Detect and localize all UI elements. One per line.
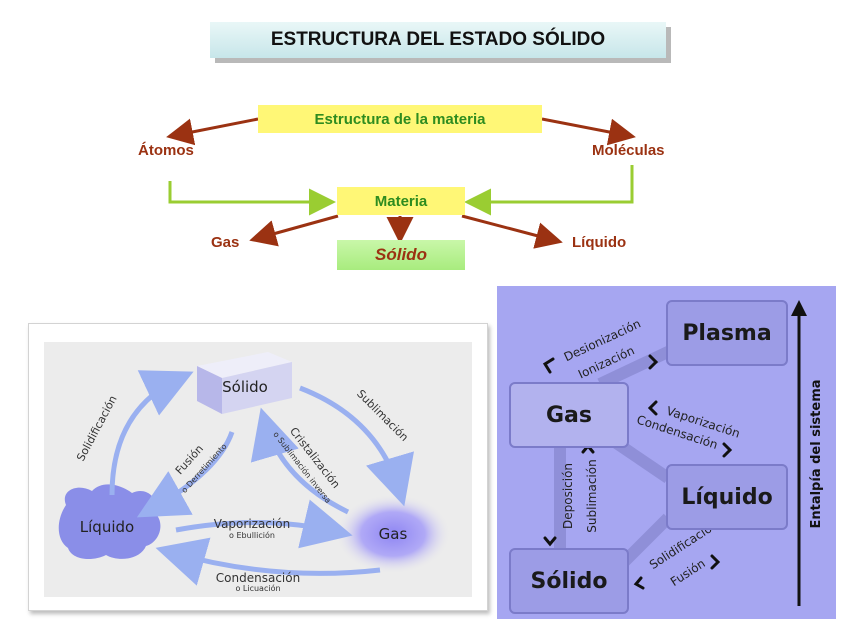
arrow-vaporizacion [175, 499, 353, 549]
plasma-node: Plasma [666, 300, 788, 366]
arrow-to-gas [249, 214, 339, 247]
cycle-gas-label: Gas [379, 525, 408, 543]
arrow-sublimacion [299, 385, 414, 507]
structure-box: Estructura de la materia [258, 105, 542, 133]
enthalpy-sublimacion-label: Sublimación [585, 459, 599, 532]
deposicion-label: Deposición [561, 463, 575, 529]
gas-cloud-icon [335, 494, 451, 574]
vaporizacion-label: Vaporización [214, 517, 290, 531]
flow-arrows [166, 117, 636, 249]
cycle-liquid-label: Líquido [80, 518, 134, 536]
gas-node: Gas [509, 382, 629, 448]
arrow-fusion [136, 431, 235, 518]
transition-chevrons [542, 354, 733, 590]
liquid-blob-icon [58, 484, 161, 560]
enthalpy-axis-arrow [791, 300, 807, 316]
molecules-label: Moléculas [592, 142, 665, 159]
enthalpy-axis-label: Entalpía del sistema [809, 379, 824, 528]
vaporizacion-sub-label: o Ebullición [229, 530, 275, 540]
arrow-to-molecules [541, 117, 636, 146]
arrow-solidificacion [109, 370, 194, 496]
cycle-solid-label: Sólido [222, 378, 268, 396]
solid-box: Sólido [337, 240, 465, 270]
arrow-to-atoms [166, 117, 259, 146]
solid-box-label: Sólido [375, 245, 427, 264]
solid-cube-icon [197, 352, 292, 414]
solido-node: Sólido [509, 548, 629, 614]
liquido-node: Líquido [666, 464, 788, 530]
enthalpy-fusion-label: Fusión [668, 556, 708, 589]
gas-label: Gas [211, 234, 240, 251]
condensacion-sub-label: o Licuación [235, 583, 280, 593]
arrow-to-liquid [461, 214, 563, 249]
arrow-molecules-to-matter [464, 165, 634, 216]
arrow-condensacion [155, 537, 381, 586]
condensacion-label: Condensación [216, 571, 300, 585]
page-title: ESTRUCTURA DEL ESTADO SÓLIDO [210, 22, 666, 58]
atoms-label: Átomos [138, 142, 194, 159]
matter-box: Materia [337, 187, 465, 215]
arrow-atoms-to-matter [168, 181, 336, 216]
liquid-label: Líquido [572, 234, 627, 251]
